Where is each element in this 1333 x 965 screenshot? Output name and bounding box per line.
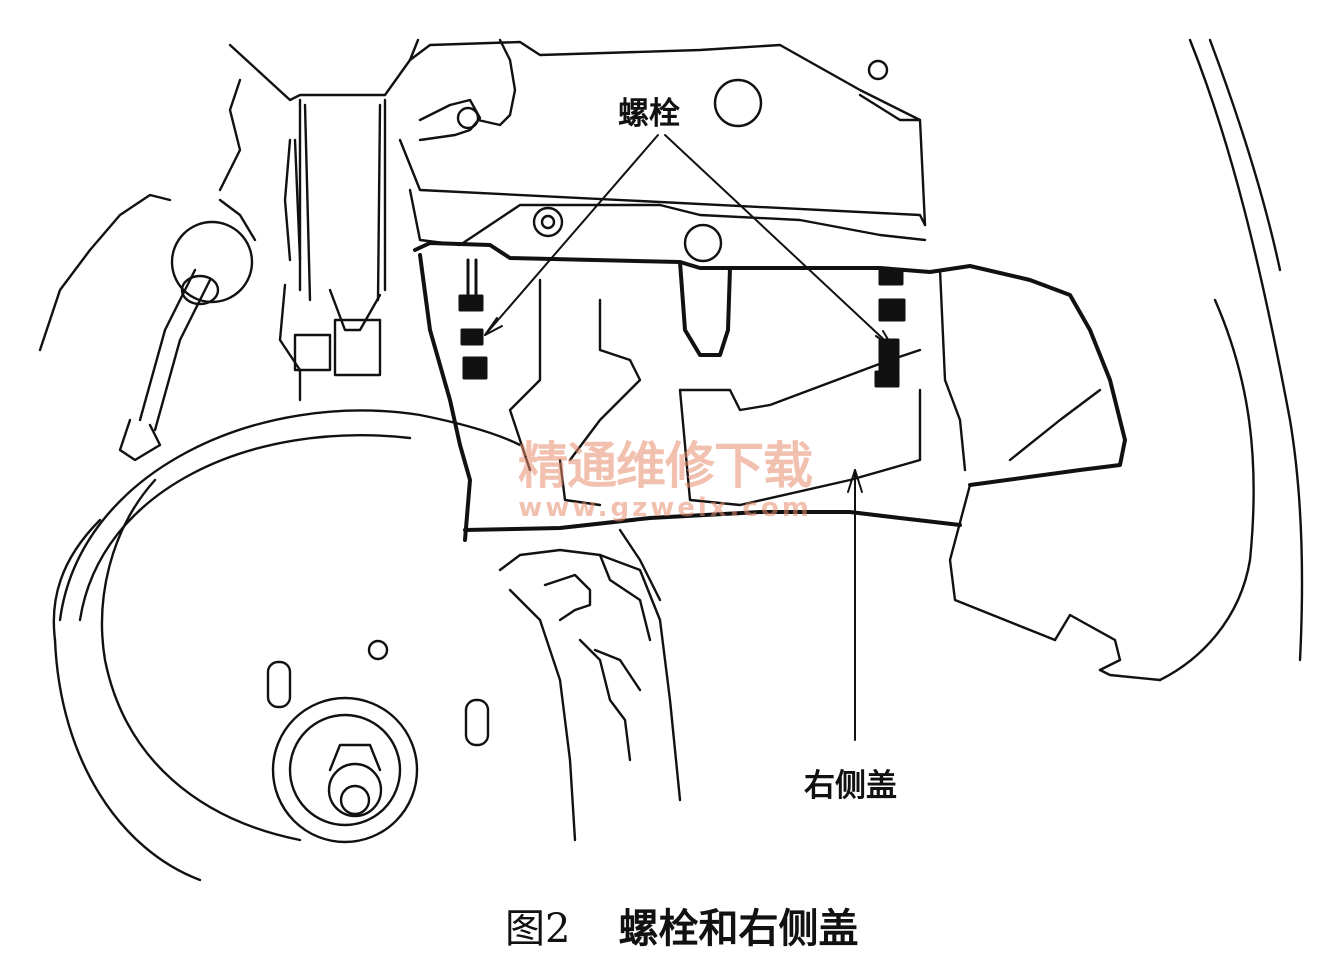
engine-block-upper [398,40,927,263]
brake-disc [52,409,522,882]
tie-rod [38,78,257,462]
caption-text: 螺栓和右侧盖 [618,905,859,952]
bolt-left-lower [460,328,488,380]
right-side-cover [413,241,1127,542]
bolts-label: 螺栓 [618,96,680,132]
strut-assembly [228,38,517,402]
caption-number: 图2 [505,906,571,952]
right-cover-label: 右侧盖 [804,768,897,804]
bolt-left-upper [458,258,484,312]
bolt-right-lower [874,338,900,388]
bolt-right-upper [878,268,906,322]
bolts-leader-lines [484,134,894,349]
brake-caliper [498,528,682,842]
cover-leader-line [847,469,863,741]
wheel-arch [1098,38,1304,682]
cover-inner-panels [508,268,1122,672]
figure-caption: 图2 螺栓和右侧盖 [505,896,858,954]
